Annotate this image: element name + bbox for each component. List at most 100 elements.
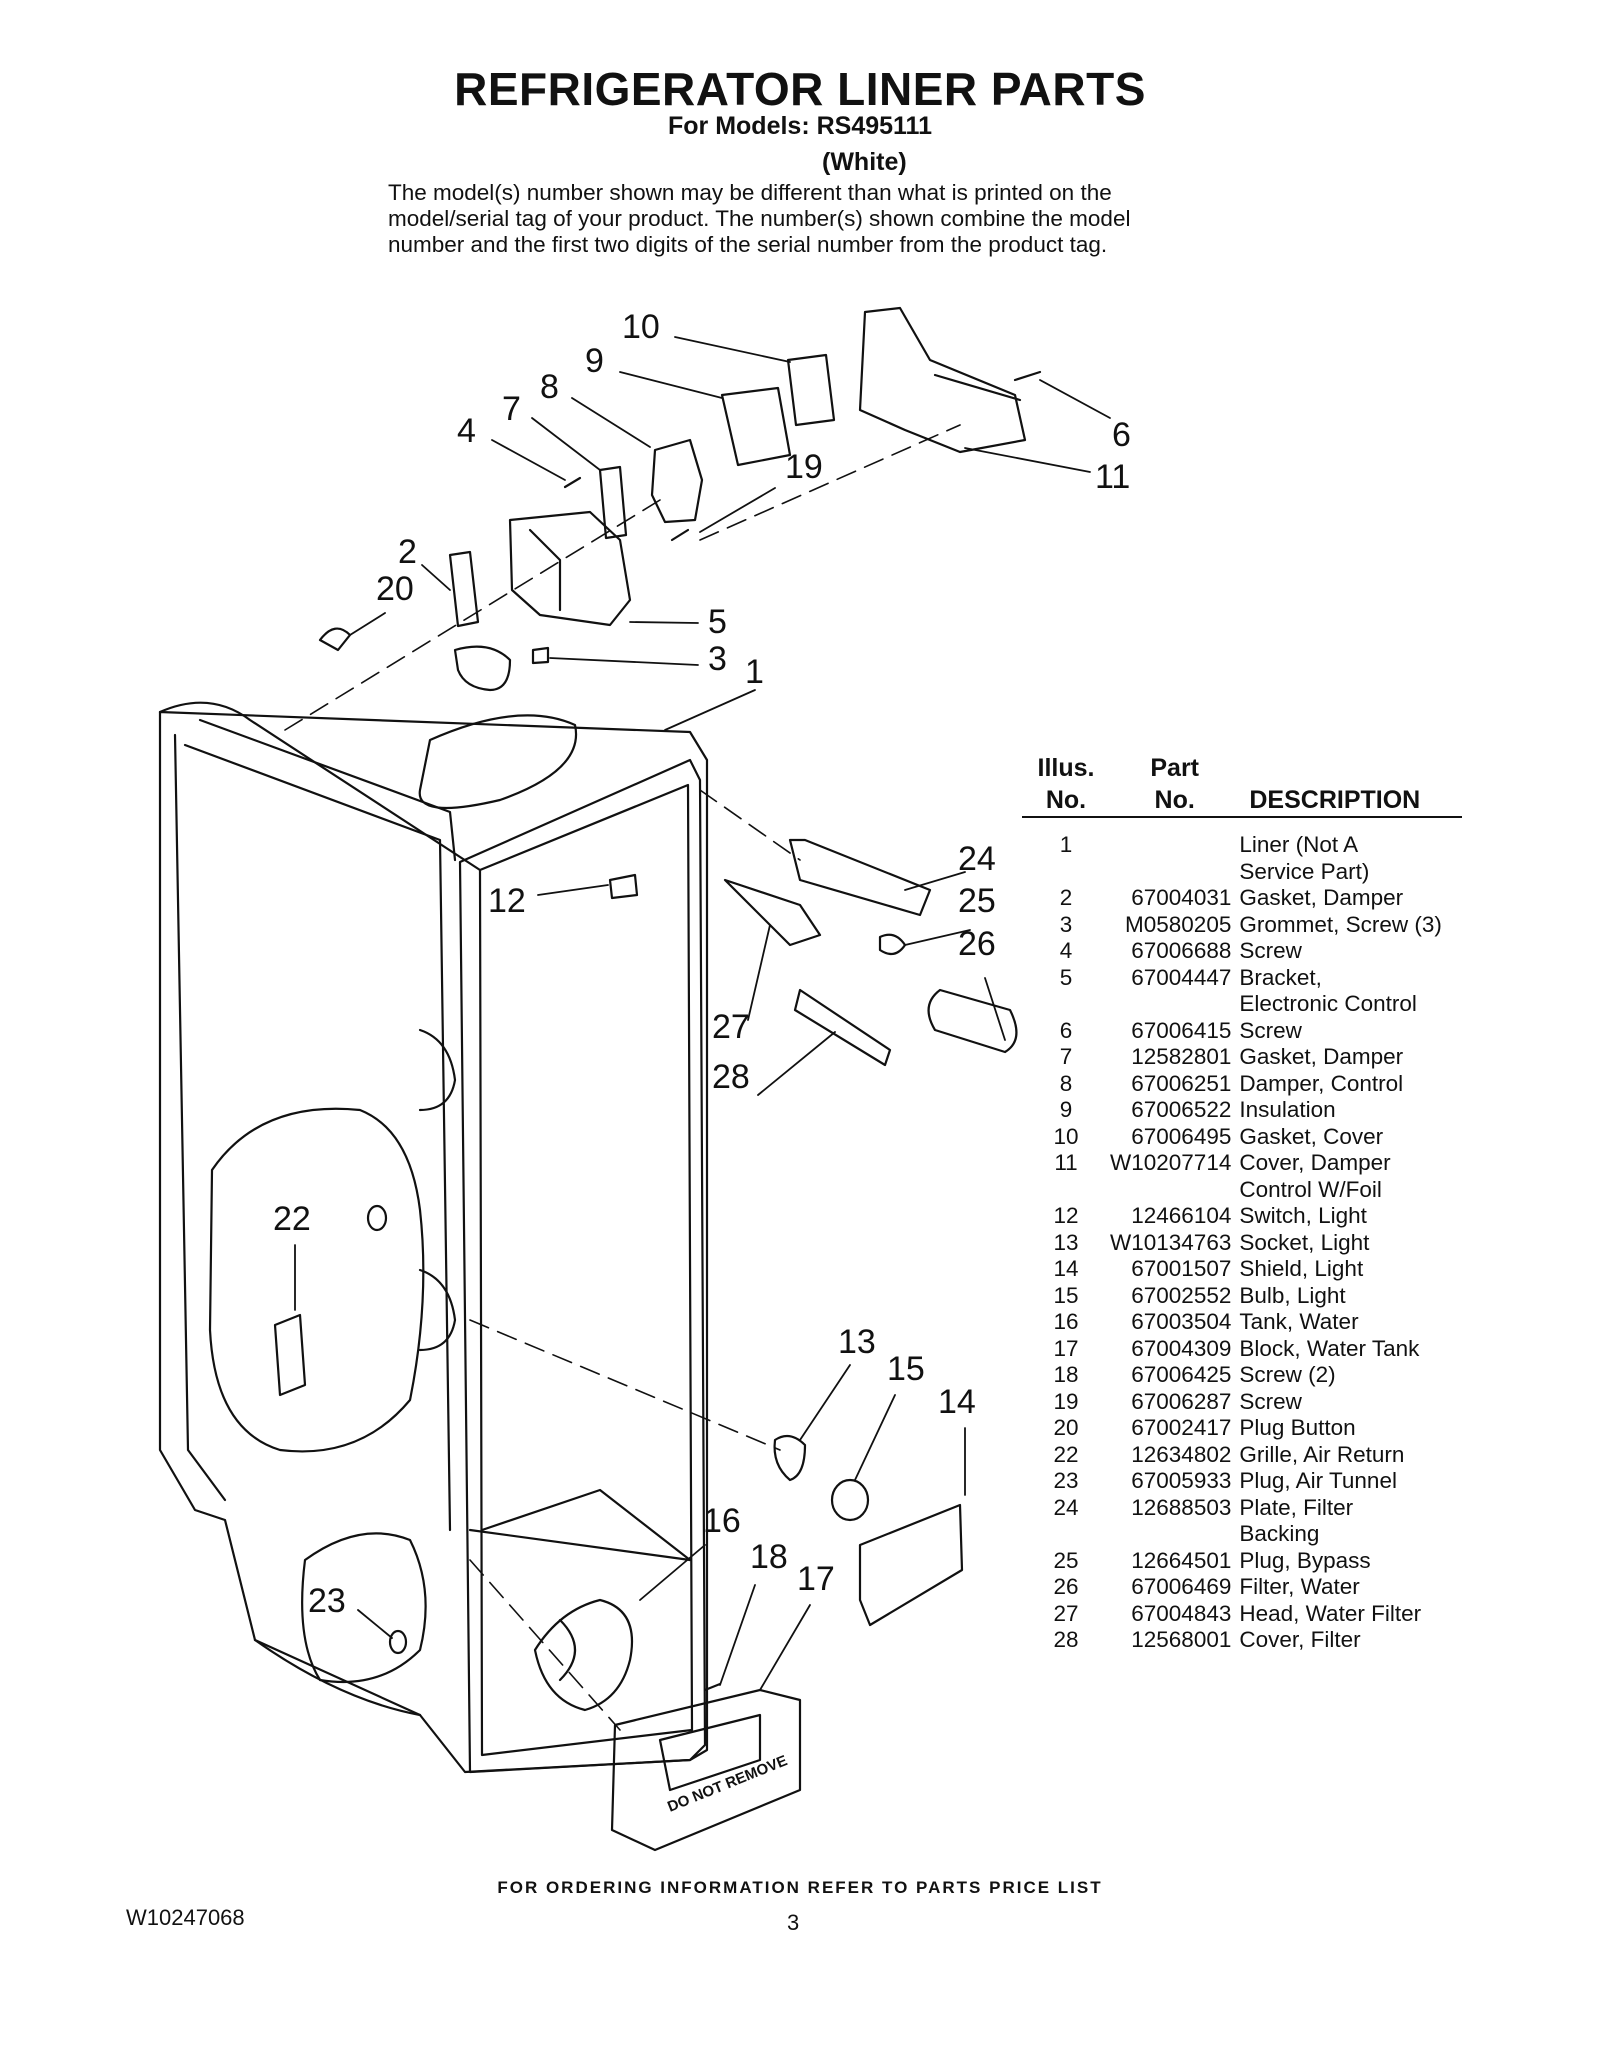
liner-bottom-shelf xyxy=(480,1488,692,1562)
liner-outline xyxy=(158,710,709,1774)
table-row: 9 67006522 Insulation xyxy=(1022,1097,1462,1124)
illus-number: 20 xyxy=(1053,1415,1079,1440)
callout-12: 12 xyxy=(488,882,526,920)
gasket-cover xyxy=(786,353,836,427)
callout-26: 26 xyxy=(958,925,996,963)
gasket-damper-small xyxy=(448,550,480,628)
callout-5: 5 xyxy=(708,603,727,641)
filter-assembly-drawing xyxy=(608,838,1018,1067)
part-description: Grommet, Screw (3) xyxy=(1239,911,1442,937)
damper-assembly-drawing xyxy=(318,306,1042,665)
illus-number: 15 xyxy=(1053,1282,1079,1308)
illus-number: 18 xyxy=(1053,1362,1079,1387)
illus-number: 16 xyxy=(1053,1309,1079,1334)
part-number: 67001507 xyxy=(1131,1256,1232,1281)
filter-backing-plate xyxy=(788,838,932,917)
callout-16: 16 xyxy=(703,1502,741,1540)
part-number: 67006287 xyxy=(1131,1388,1232,1414)
callout-7: 7 xyxy=(502,390,521,428)
part-description: Screw xyxy=(1239,938,1302,963)
illus-number: 26 xyxy=(1053,1574,1079,1599)
part-number: 67006522 xyxy=(1131,1097,1232,1122)
bypass-plug xyxy=(878,933,907,956)
callout-20: 20 xyxy=(376,570,414,608)
part-description: Tank, Water xyxy=(1239,1309,1359,1334)
illus-number: 12 xyxy=(1053,1203,1079,1228)
part-description: Liner (Not A Service Part) xyxy=(1239,832,1370,884)
table-row: 10 67006495 Gasket, Cover xyxy=(1022,1124,1462,1151)
parts-table-header: Illus. No. Part No. DESCRIPTION xyxy=(1022,752,1462,818)
part-description: Cover, Damper Control W/Foil xyxy=(1239,1150,1391,1202)
water-tank xyxy=(533,1598,634,1712)
liner-air-return-recess xyxy=(208,1107,425,1453)
part-description: Grille, Air Return xyxy=(1239,1441,1405,1467)
callout-labels: 10 9 8 7 4 6 19 11 2 20 5 3 1 12 24 25 2… xyxy=(273,308,1131,1620)
callout-18: 18 xyxy=(750,1538,788,1576)
damper-control xyxy=(650,438,704,524)
part-number: 67004031 xyxy=(1131,885,1232,910)
part-description: Gasket, Damper xyxy=(1239,1044,1404,1069)
illus-number: 10 xyxy=(1053,1123,1079,1149)
damper-cover xyxy=(858,306,1027,454)
illus-number: 6 xyxy=(1059,1017,1073,1043)
liner-front-frame xyxy=(458,758,707,1774)
callout-3: 3 xyxy=(708,640,727,678)
part-number: W10207714 xyxy=(1110,1150,1232,1175)
light-assembly-drawing xyxy=(773,1434,964,1627)
illus-number: 24 xyxy=(1053,1494,1079,1520)
column-part-label: Part xyxy=(1150,754,1199,782)
callout-9: 9 xyxy=(585,342,604,380)
callout-4: 4 xyxy=(457,412,476,450)
part-number: 67005933 xyxy=(1131,1468,1232,1493)
insulation-block xyxy=(720,386,792,467)
part-description: Bulb, Light xyxy=(1239,1282,1346,1308)
plug-button-20 xyxy=(318,627,352,652)
part-description: Bracket, Electronic Control xyxy=(1239,964,1417,1017)
part-description: Gasket, Cover xyxy=(1239,1123,1384,1149)
screw-4 xyxy=(563,476,582,489)
callout-6: 6 xyxy=(1112,416,1131,454)
illus-number: 19 xyxy=(1053,1388,1079,1414)
grommet-screw xyxy=(531,646,550,665)
callout-25: 25 xyxy=(958,882,996,920)
light-socket xyxy=(773,1434,807,1482)
illus-number: 4 xyxy=(1059,938,1073,963)
disclaimer-line: number and the first two digits of the s… xyxy=(388,232,1108,257)
page-number: 3 xyxy=(787,1910,800,1935)
part-description: Gasket, Damper xyxy=(1239,885,1404,910)
water-tank-drawing xyxy=(273,1313,802,1852)
callout-1: 1 xyxy=(745,653,764,691)
disclaimer-line: The model(s) number shown may be differe… xyxy=(388,180,1112,205)
illus-number: 17 xyxy=(1053,1335,1079,1361)
part-description: Screw xyxy=(1239,1388,1302,1414)
part-description: Cover, Filter xyxy=(1239,1627,1361,1652)
part-number: 12568001 xyxy=(1131,1627,1232,1652)
illus-number: 23 xyxy=(1053,1468,1079,1493)
illus-number: 9 xyxy=(1059,1097,1073,1122)
part-number: 12664501 xyxy=(1131,1547,1232,1573)
part-description: Socket, Light xyxy=(1239,1229,1370,1255)
part-number: 67006425 xyxy=(1131,1362,1232,1387)
light-bulb xyxy=(830,1478,870,1522)
part-description: Shield, Light xyxy=(1239,1256,1364,1281)
water-filter-head xyxy=(723,878,822,947)
part-description: Insulation xyxy=(1239,1097,1336,1122)
part-number: 12634802 xyxy=(1131,1441,1232,1467)
part-number: 67006495 xyxy=(1131,1123,1232,1149)
part-number: 67006415 xyxy=(1131,1017,1232,1043)
document-number: W10247068 xyxy=(126,1905,245,1930)
control-bracket xyxy=(508,510,632,627)
assembly-guide-lines xyxy=(284,424,961,1731)
callout-24: 24 xyxy=(958,840,996,878)
